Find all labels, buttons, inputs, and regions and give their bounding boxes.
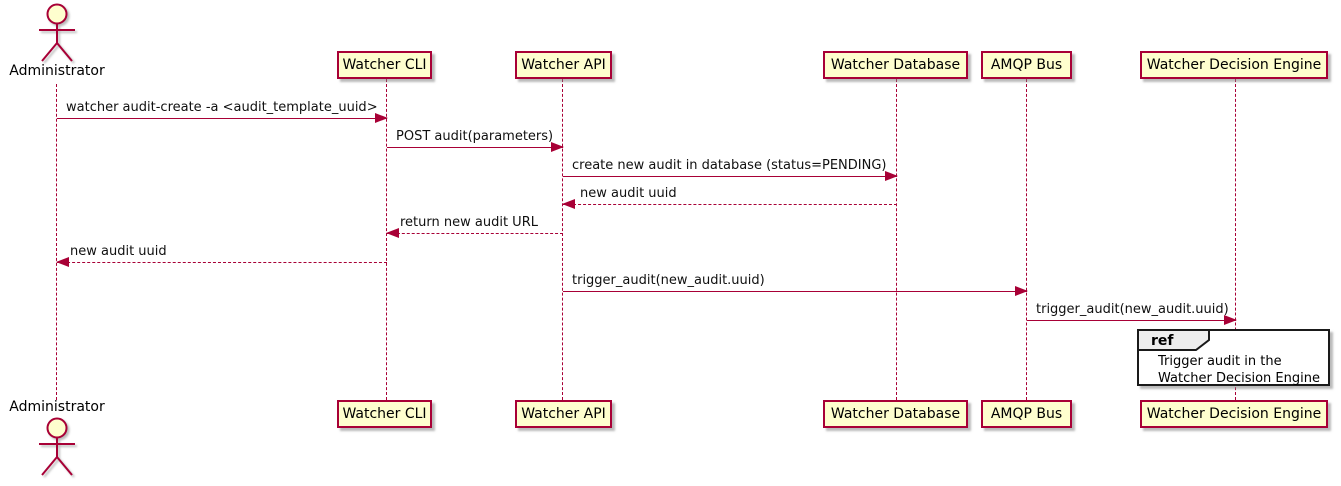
- message-line: [57, 262, 387, 263]
- lifeline-administrator: [56, 84, 57, 400]
- participant-watcher-api-top: Watcher API: [515, 51, 612, 79]
- participant-label: Watcher API: [521, 406, 606, 422]
- ref-fragment: ref Trigger audit in the Watcher Decisio…: [1137, 329, 1330, 386]
- arrowhead-icon: [1015, 286, 1028, 297]
- message-label: POST audit(parameters): [396, 129, 554, 144]
- ref-text-line2: Watcher Decision Engine: [1158, 371, 1320, 386]
- participant-label: AMQP Bus: [990, 406, 1063, 422]
- message-label: watcher audit-create -a <audit_template_…: [66, 100, 378, 115]
- participant-amqp-bus-top: AMQP Bus: [981, 51, 1072, 79]
- lifeline-watcher-api: [562, 79, 563, 400]
- arrowhead-icon: [551, 142, 564, 153]
- arrowhead-icon: [375, 113, 388, 124]
- ref-keyword: ref: [1151, 333, 1174, 349]
- arrowhead-icon: [386, 228, 399, 239]
- participant-label: Watcher Database: [830, 57, 961, 73]
- participant-label: Watcher CLI: [342, 57, 427, 73]
- message-label: trigger_audit(new_audit.uuid): [1036, 302, 1229, 317]
- actor-icon: [39, 3, 75, 62]
- participant-label: Watcher CLI: [342, 406, 427, 422]
- participant-watcher-database-top: Watcher Database: [823, 51, 968, 79]
- message-label: return new audit URL: [400, 215, 538, 230]
- lifeline-watcher-database: [896, 79, 897, 400]
- actor-icon: [39, 417, 75, 476]
- arrowhead-icon: [885, 171, 898, 182]
- participant-watcher-api-bottom: Watcher API: [515, 400, 612, 428]
- message-line: [563, 291, 1027, 292]
- arrowhead-icon: [56, 257, 69, 268]
- message-line: [563, 176, 897, 177]
- participant-watcher-cli-top: Watcher CLI: [337, 51, 432, 79]
- participant-watcher-database-bottom: Watcher Database: [823, 400, 968, 428]
- arrowhead-icon: [1224, 315, 1237, 326]
- arrowhead-icon: [562, 199, 575, 210]
- message-label: create new audit in database (status=PEN…: [572, 158, 887, 173]
- actor-label: Administrator: [9, 63, 105, 79]
- ref-text-line1: Trigger audit in the: [1158, 354, 1282, 369]
- lifeline-watcher-decision-engine: [1235, 79, 1236, 400]
- participant-watcher-cli-bottom: Watcher CLI: [337, 400, 432, 428]
- message-line: [563, 204, 897, 205]
- participant-label: AMQP Bus: [990, 57, 1063, 73]
- message-label: new audit uuid: [70, 244, 167, 259]
- participant-label: Watcher Database: [830, 406, 961, 422]
- actor-administrator-bottom: Administrator: [9, 399, 105, 483]
- participant-watcher-decision-engine-bottom: Watcher Decision Engine: [1140, 400, 1328, 428]
- lifeline-watcher-cli: [386, 79, 387, 400]
- lifeline-amqp-bus: [1026, 79, 1027, 400]
- participant-label: Watcher Decision Engine: [1146, 406, 1322, 422]
- ref-text: Trigger audit in the Watcher Decision En…: [1139, 353, 1328, 387]
- participant-label: Watcher Decision Engine: [1146, 57, 1322, 73]
- message-label: new audit uuid: [580, 186, 677, 201]
- message-label: trigger_audit(new_audit.uuid): [572, 273, 765, 288]
- message-line: [1027, 320, 1236, 321]
- actor-administrator-top: Administrator: [9, 3, 105, 79]
- participant-watcher-decision-engine-top: Watcher Decision Engine: [1140, 51, 1328, 79]
- actor-label: Administrator: [9, 399, 105, 415]
- message-line: [57, 118, 387, 119]
- ref-tag-icon: ref: [1137, 329, 1210, 351]
- message-line: [387, 147, 563, 148]
- participant-label: Watcher API: [521, 57, 606, 73]
- message-line: [387, 233, 563, 234]
- participant-amqp-bus-bottom: AMQP Bus: [981, 400, 1072, 428]
